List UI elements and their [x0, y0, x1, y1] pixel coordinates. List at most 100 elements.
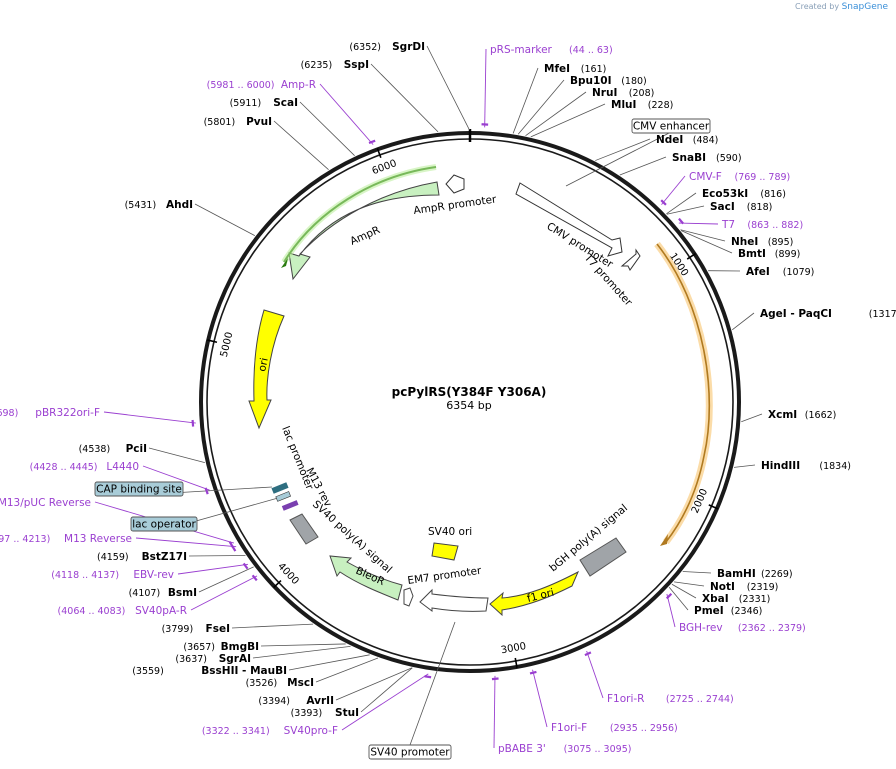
feature-label-f1-ori: f1 ori [526, 587, 555, 605]
feature-label-em7-promoter: EM7 promoter [407, 565, 483, 587]
primer-mark [678, 217, 685, 225]
boxed-label-frame [94, 481, 184, 497]
site-label: BamHI(2269) [717, 568, 793, 580]
boxed-label-text: lac operator [132, 519, 196, 531]
primer-name: CMV-F [689, 171, 722, 183]
site-label: MluI(228) [611, 99, 673, 111]
primer-label: BGH-rev(2362 .. 2379) [679, 622, 806, 634]
site-position: (4159) [97, 552, 129, 563]
site-position: (3394) [258, 696, 290, 707]
primer-label: F1ori-R(2725 .. 2744) [607, 693, 734, 705]
bleor-arrow [329, 555, 403, 601]
boxed-label-frame [130, 516, 198, 532]
site-leader [194, 203, 255, 236]
primer-label: F1ori-F(2935 .. 2956) [551, 722, 678, 734]
primer-mark [491, 677, 499, 681]
site-name: Eco53kI [702, 188, 748, 200]
primer-name: Amp-R [281, 79, 316, 91]
site-label: XbaI(2331) [702, 593, 770, 605]
primer-label: EBV-rev(4118 .. 4137) [51, 569, 174, 581]
primer-label: pBABE 3'(3075 .. 3095) [498, 743, 631, 755]
site-name: SgrAI [219, 653, 251, 665]
primer-leader [678, 222, 719, 225]
site-name: XbaI [702, 593, 729, 605]
site-label: SspI (6235) [301, 59, 369, 71]
site-position: (899) [775, 249, 801, 260]
site-position: (161) [581, 64, 607, 75]
em7-small-arrow [403, 587, 414, 607]
site-leader [360, 667, 413, 713]
site-leader [666, 205, 705, 215]
site-label: AfeI (1079) [746, 266, 814, 278]
site-position: (895) [768, 237, 794, 248]
primer-mark [204, 487, 209, 495]
ampr-outline-arrowhead [281, 258, 288, 268]
primer-mark [424, 675, 432, 679]
primer-leader [319, 83, 374, 145]
site-name: AfeI [746, 266, 770, 278]
site-label: SgrDI (6352) [349, 41, 425, 53]
primer-position: (769 .. 789) [735, 172, 791, 183]
site-position: (1662) [805, 410, 837, 421]
site-name: BmtI [738, 248, 766, 260]
site-position: (4538) [79, 444, 111, 455]
site-leader [335, 667, 413, 701]
site-name: ScaI [273, 97, 298, 109]
primer-leader [586, 650, 604, 699]
site-position: (3393) [291, 708, 323, 719]
primer-position: (5981 .. 6000) [207, 80, 275, 91]
snapgene-brand: SnapGene [841, 2, 888, 12]
primer-leader [532, 669, 548, 728]
primer-label: SV40pA-R(4064 .. 4083) [58, 605, 187, 617]
site-name: AhdI [166, 199, 193, 211]
site-name: NotI [710, 581, 735, 593]
site-leader [260, 643, 346, 647]
site-leader [426, 45, 470, 131]
cmv-promoter-arrow [515, 182, 623, 257]
t7-promoter-arrow [620, 248, 641, 271]
primer-position: (4118 .. 4137) [51, 570, 119, 581]
site-leader [299, 101, 355, 156]
site-label: SacI(818) [710, 201, 772, 213]
site-position: (6235) [301, 60, 333, 71]
site-position: (2319) [747, 582, 779, 593]
primer-mark [251, 574, 258, 582]
site-name: NheI [731, 236, 758, 248]
site-label: MfeI (161) [544, 63, 606, 75]
tick-mark [708, 504, 719, 510]
site-leader [682, 571, 712, 574]
site-position: (180) [621, 76, 647, 87]
primer-mark [665, 592, 673, 600]
site-position: (1079) [783, 267, 815, 278]
primer-position: (3075 .. 3095) [564, 744, 632, 755]
site-position: (5911) [230, 98, 262, 109]
site-name: XcmI [768, 409, 797, 421]
primer-label: L4440(4428 .. 4445) [30, 461, 139, 473]
site-leader [512, 67, 539, 134]
site-label: PvuI(5801) [204, 116, 272, 128]
site-position: (228) [648, 100, 674, 111]
site-name: SspI [344, 59, 369, 71]
site-name: BsmI [168, 587, 197, 599]
site-position: (3657) [183, 642, 215, 653]
primer-position: (4679 .. 4698) [0, 408, 18, 419]
boxed-label-frame [368, 744, 452, 760]
site-position: (6352) [349, 42, 381, 53]
site-label: FseI(3799) [162, 623, 230, 635]
site-label: Bpu10I(180) [570, 75, 647, 87]
site-label: NdeI(484) [656, 134, 718, 146]
tick-label: 5000 [219, 331, 236, 358]
primer-label: M13/pUC Reverse(4210 .. 4232) [0, 497, 91, 509]
primer-name: T7 [721, 219, 735, 231]
site-leader [733, 464, 756, 468]
site-position: (590) [716, 153, 742, 164]
site-name: MfeI [544, 63, 570, 75]
site-name: SgrDI [392, 41, 425, 53]
bgh-polya-block [579, 537, 627, 577]
site-label: XcmI (1662) [768, 409, 836, 421]
primer-name: F1ori-F [551, 722, 587, 734]
site-name: SacI [710, 201, 735, 213]
site-name: FseI [206, 623, 230, 635]
site-position: (3559) [132, 666, 164, 677]
site-label: AhdI(5431) [125, 199, 193, 211]
